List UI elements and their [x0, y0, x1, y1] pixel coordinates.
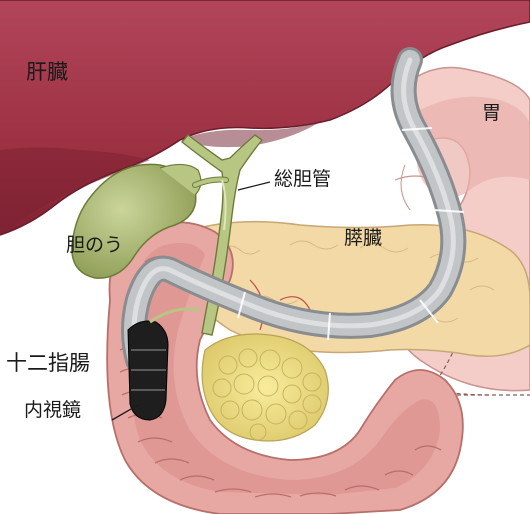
label-endoscope: 内視鏡 [24, 401, 81, 420]
label-liver: 肝臓 [26, 62, 68, 83]
label-stomach: 胃 [482, 104, 501, 123]
label-duodenum: 十二指腸 [6, 353, 90, 374]
fat-tissue [202, 334, 328, 441]
label-common-bile-duct: 総胆管 [274, 170, 331, 189]
label-pancreas: 膵臓 [344, 229, 382, 248]
label-gallbladder: 胆のう [66, 236, 123, 255]
